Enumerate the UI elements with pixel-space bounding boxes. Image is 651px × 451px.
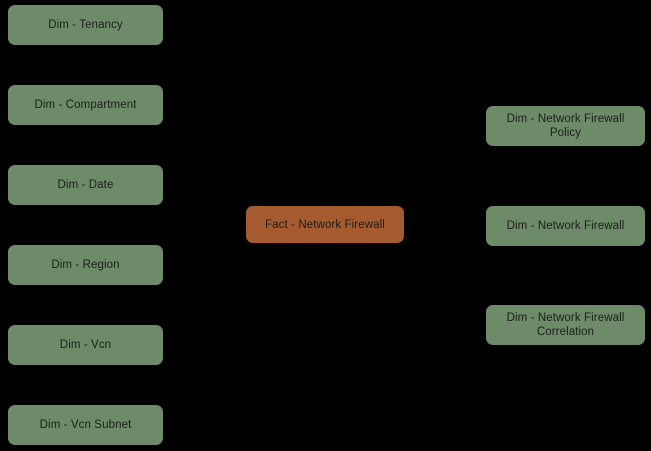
- dimension-node-dim-vcn[interactable]: Dim - Vcn: [8, 325, 163, 365]
- dimension-node-dim-date[interactable]: Dim - Date: [8, 165, 163, 205]
- dimension-node-dim-network-firewall-correlation[interactable]: Dim - Network Firewall Correlation: [486, 305, 645, 345]
- dimension-node-dim-network-firewall[interactable]: Dim - Network Firewall: [486, 206, 645, 246]
- fact-node-fact-network-firewall[interactable]: Fact - Network Firewall: [246, 206, 404, 243]
- dimension-node-dim-network-firewall-policy[interactable]: Dim - Network Firewall Policy: [486, 106, 645, 146]
- dimension-node-dim-vcn-subnet[interactable]: Dim - Vcn Subnet: [8, 405, 163, 445]
- dimension-node-dim-compartment[interactable]: Dim - Compartment: [8, 85, 163, 125]
- dimension-node-dim-region[interactable]: Dim - Region: [8, 245, 163, 285]
- dimension-node-dim-tenancy[interactable]: Dim - Tenancy: [8, 5, 163, 45]
